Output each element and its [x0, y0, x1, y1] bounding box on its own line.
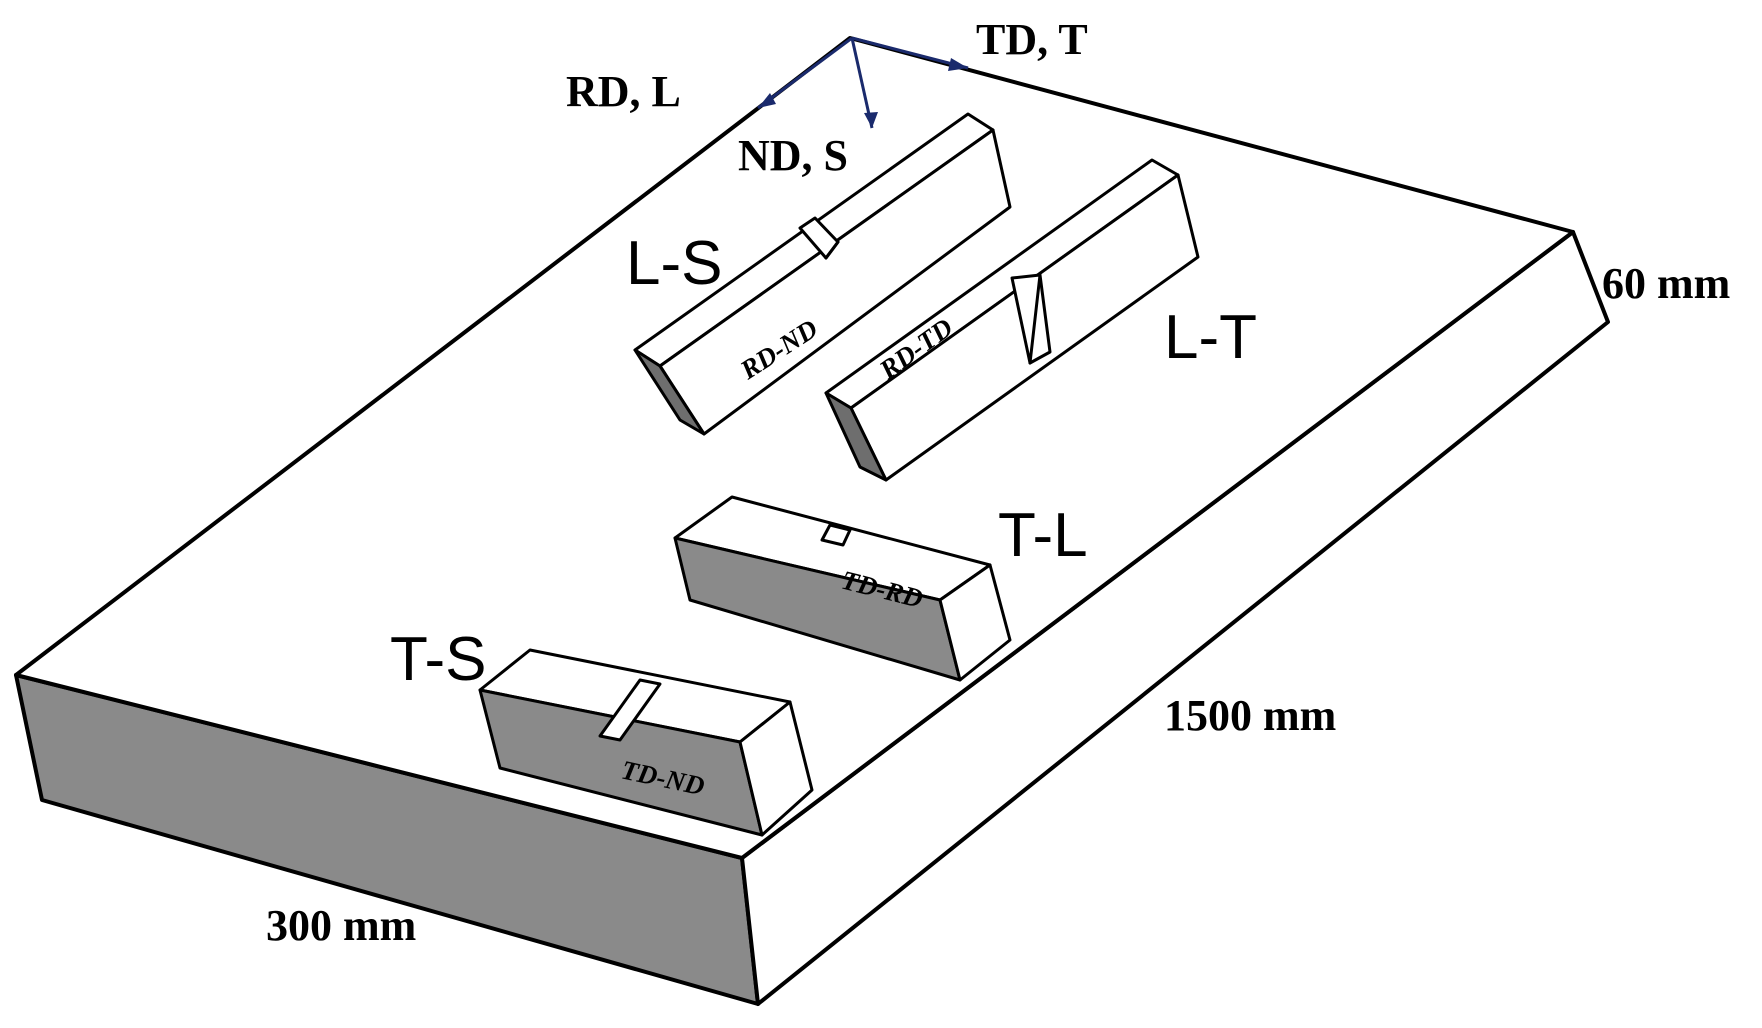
width-label: 300 mm: [266, 901, 416, 950]
td-axis-label: TD, T: [976, 15, 1088, 64]
thickness-label: 60 mm: [1602, 259, 1730, 308]
length-label: 1500 mm: [1164, 691, 1336, 740]
specimen-l-t: [824, 158, 1200, 482]
axis-triad: [757, 36, 969, 129]
orientation-label-t-l: T-L: [998, 501, 1088, 570]
rd-axis-label: RD, L: [566, 67, 681, 116]
orientation-label-l-t: L-T: [1164, 303, 1257, 372]
specimen-t-l: [673, 495, 1012, 682]
td-axis-arrow: [851, 36, 969, 70]
orientation-label-t-s: T-S: [390, 625, 486, 694]
specimen-t-s: [478, 648, 814, 837]
orientation-label-l-s: L-S: [626, 229, 722, 298]
nd-axis-label: ND, S: [738, 131, 848, 180]
specimen-l-s: [633, 112, 1012, 436]
rd-axis-arrow: [757, 36, 853, 110]
